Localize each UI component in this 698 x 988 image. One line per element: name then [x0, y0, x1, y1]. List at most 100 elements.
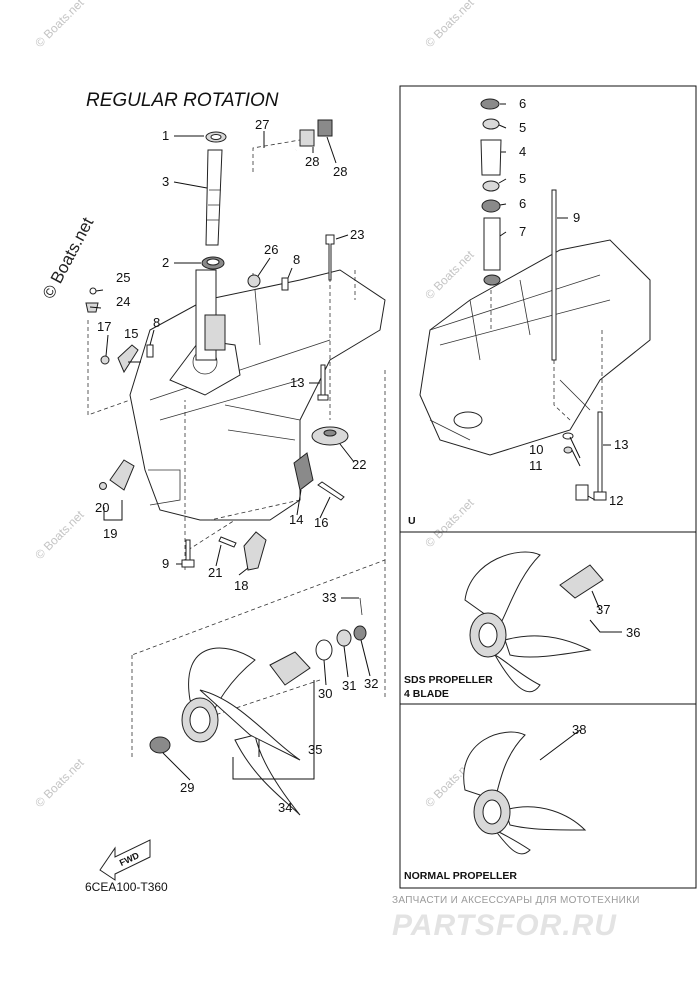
brand-subtitle: ЗАПЧАСТИ И АКСЕССУАРЫ ДЛЯ МОТОТЕХНИКИ — [392, 895, 640, 906]
callout-u-10: 10 — [529, 442, 543, 457]
callout-u-6a: 6 — [519, 96, 526, 111]
callout-3: 3 — [162, 174, 169, 189]
callout-21: 21 — [208, 565, 222, 580]
u-part-6b — [481, 199, 501, 213]
part-30 — [315, 639, 333, 661]
callout-u-11: 11 — [529, 458, 543, 473]
callout-23: 23 — [350, 227, 364, 242]
callout-14: 14 — [289, 512, 303, 527]
part-21 — [218, 536, 237, 548]
callout-28b: 28 — [333, 164, 347, 179]
callout-17: 17 — [97, 319, 111, 334]
u-part-12 — [575, 484, 589, 501]
callout-33: 33 — [322, 590, 336, 605]
callout-1: 1 — [162, 128, 169, 143]
part-8a — [281, 277, 289, 291]
callout-15: 15 — [124, 326, 138, 341]
brand-logo: PARTSFOR.RU — [392, 909, 617, 942]
callout-19: 19 — [103, 526, 117, 541]
callout-34: 34 — [278, 800, 292, 815]
callout-26: 26 — [264, 242, 278, 257]
sds-part-37 — [559, 564, 604, 599]
u-part-13 — [593, 411, 607, 501]
part-28b — [317, 119, 333, 137]
part-19 — [109, 459, 135, 491]
diagram-title: REGULAR ROTATION — [86, 90, 279, 111]
lower-casing — [129, 269, 386, 521]
propeller-regular — [181, 647, 301, 816]
u-part-11 — [563, 446, 573, 454]
callout-29: 29 — [180, 780, 194, 795]
part-13 — [317, 364, 329, 401]
callout-2: 2 — [162, 255, 169, 270]
panel-normal-frame — [399, 703, 697, 889]
part-23 — [325, 234, 335, 281]
callout-u-13: 13 — [614, 437, 628, 452]
part-15 — [117, 344, 139, 374]
callout-u-12: 12 — [609, 493, 623, 508]
part-35 — [269, 651, 311, 686]
part-18 — [243, 531, 267, 571]
callout-36: 36 — [626, 625, 640, 640]
u-panel-drawing — [419, 239, 651, 456]
diagram-code: 6CEA100-T360 — [85, 880, 168, 894]
propeller-sds — [464, 551, 592, 693]
callout-31: 31 — [342, 678, 356, 693]
callout-20: 20 — [95, 500, 109, 515]
callout-25: 25 — [116, 270, 130, 285]
callout-u-5b: 5 — [519, 171, 526, 186]
watermark-text: © Boats.net — [32, 0, 87, 50]
callout-35: 35 — [308, 742, 322, 757]
propeller-normal — [463, 731, 587, 855]
part-32 — [353, 625, 367, 641]
panel-sds-label-2: 4 BLADE — [404, 688, 449, 700]
part-8b — [146, 344, 154, 358]
part-31 — [336, 629, 352, 647]
panel-sds-label: SDS PROPELLER — [404, 674, 493, 686]
u-part-9 — [551, 189, 557, 361]
watermark-text: © Boats.net — [32, 507, 87, 562]
watermark-text: © Boats.net — [422, 495, 477, 550]
u-part-10 — [562, 432, 574, 440]
callout-37: 37 — [596, 602, 610, 617]
callout-u-9: 9 — [573, 210, 580, 225]
part-33 — [359, 597, 363, 616]
watermark-text: © Boats.net — [422, 247, 477, 302]
u-part-7 — [483, 217, 501, 271]
panel-normal-label: NORMAL PROPELLER — [404, 870, 517, 882]
part-17 — [100, 355, 110, 365]
leader-lines — [89, 103, 622, 781]
callout-8b: 8 — [153, 315, 160, 330]
u-part-4 — [480, 139, 502, 176]
callouts: 1 3 2 27 28 28 23 26 8 8 25 24 15 17 13 … — [95, 96, 640, 815]
part-29 — [149, 736, 171, 754]
part-9 — [181, 539, 195, 568]
u-part-5b — [482, 180, 500, 192]
part-3 — [205, 149, 223, 246]
callout-18: 18 — [234, 578, 248, 593]
fwd-arrow-icon: FWD — [99, 839, 151, 881]
callout-24: 24 — [116, 294, 130, 309]
callout-u-5a: 5 — [519, 120, 526, 135]
part-28a — [299, 129, 315, 147]
callout-32: 32 — [364, 676, 378, 691]
callout-13: 13 — [290, 375, 304, 390]
callout-28a: 28 — [305, 154, 319, 169]
callout-8a: 8 — [293, 252, 300, 267]
callout-30: 30 — [318, 686, 332, 701]
part-26 — [247, 274, 261, 288]
part-25 — [89, 287, 97, 295]
callout-27: 27 — [255, 117, 269, 132]
watermark-text: © Boats.net — [422, 0, 477, 50]
callout-9: 9 — [162, 556, 169, 571]
callout-16: 16 — [314, 515, 328, 530]
callout-u-4: 4 — [519, 144, 526, 159]
callout-u-7: 7 — [519, 224, 526, 239]
callout-u-6b: 6 — [519, 196, 526, 211]
watermark-logo: © Boats.net — [39, 214, 98, 302]
u-part-6a — [480, 98, 500, 110]
part-14 — [293, 452, 314, 491]
u-part-5a — [482, 118, 500, 130]
callout-38: 38 — [572, 722, 586, 737]
